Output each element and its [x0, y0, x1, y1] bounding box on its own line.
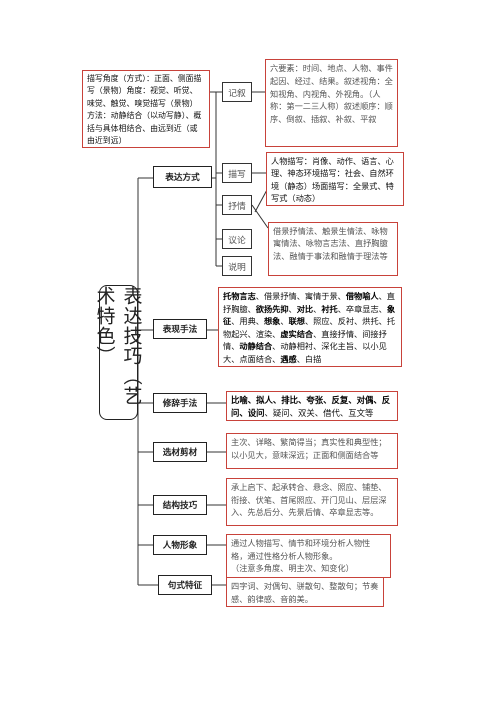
technique-segment: 象征 — [223, 303, 396, 327]
root-node: 表达技巧（艺术特色） — [94, 285, 143, 420]
technique-segment: 、 — [288, 303, 297, 314]
type-lyric: 抒情 — [222, 195, 252, 215]
category-character: 人物形象 — [153, 535, 207, 555]
technique-segment: 虚实结合 — [280, 328, 314, 339]
character-note-hint: （注意多角度、明主次、知变化） — [231, 563, 354, 574]
category-technique: 表现手法 — [153, 319, 207, 339]
type-argument: 议论 — [222, 229, 252, 249]
character-note: 通过人物描写、情节和环境分析人物性格，通过性格分析人物形象。 （注意多角度、明主… — [226, 534, 391, 578]
rhetoric-segment: 比喻、拟人、排比、夸张、反复、对偶、反问、设问 — [231, 395, 391, 418]
technique-segment: 遇感 — [280, 353, 297, 364]
structure-note: 承上启下、起承转合、悬念、照应、铺垫、衔接、伏笔、首尾照应、开门见山、层层深入、… — [226, 478, 398, 526]
type-description: 描写 — [222, 163, 252, 183]
technique-segment: 、用典、 — [231, 316, 264, 327]
character-note-main: 通过人物描写、情节和环境分析人物性格，通过性格分析人物形象。 — [231, 538, 371, 561]
technique-segment: 、直接抒情、间接抒情、 — [223, 328, 387, 352]
technique-segment: 、 — [313, 303, 322, 314]
category-structure: 结构技巧 — [153, 495, 207, 515]
sentence-note: 四字词、对偶句、骈散句、整散句；节奏感、韵律感、音韵美。 — [226, 577, 384, 607]
rhetoric-note: 比喻、拟人、排比、夸张、反复、对偶、反问、设问、疑问、双关、借代、互文等 — [226, 391, 398, 421]
technique-segment: 对比 — [296, 303, 314, 314]
category-material: 选材剪材 — [153, 442, 207, 462]
technique-segment: 欲扬先抑 — [255, 303, 289, 314]
technique-segment: 托物言志 — [223, 291, 256, 301]
technique-segment: 动静结合 — [239, 341, 273, 352]
technique-segment: 衬托 — [321, 303, 338, 314]
technique-segment: 借物喻人 — [345, 291, 379, 301]
technique-note: 托物言志、借景抒情、寓情于景、借物喻人、直抒胸臆、欲扬先抑、对比、衬托、卒章显志… — [218, 287, 402, 367]
technique-segment: 、白描 — [296, 353, 322, 364]
technique-segment: 、借景抒情、寓情于景、 — [255, 291, 346, 301]
technique-segment: 、 — [280, 316, 289, 327]
rhetoric-segment: 、疑问、双关、借代、互文等 — [264, 407, 374, 418]
narration-note: 六要素：时间、地点、人物、事件起因、经过、结果。叙述视角：全知视角、内视角、外视… — [265, 59, 398, 147]
description-angle-note: 描写角度（方式）：正面、侧面描写（景物）角度：视觉、听觉、味觉、触觉、嗅觉描写（… — [82, 70, 210, 148]
type-explanation: 说明 — [222, 256, 252, 276]
type-narration: 记叙 — [222, 82, 252, 102]
technique-segment: 、照应、反衬、烘托、托物起兴、渲染、 — [223, 316, 396, 339]
lyric-note: 借景抒情法、触景生情法、咏物寓情法、咏物言志法、直抒胸臆法、融情于事法和融情于理… — [268, 222, 398, 276]
category-rhetoric: 修辞手法 — [153, 393, 207, 413]
technique-segment: 、动静相衬、深化主旨、以小见大、点面结合、 — [223, 341, 387, 364]
category-sentence: 句式特征 — [158, 575, 212, 595]
material-note: 主次、详略、繁简得当；真实性和典型性；以小见大，意味深远；正面和侧面结合等 — [226, 433, 398, 469]
technique-segment: 想象 — [263, 316, 281, 327]
technique-segment: 、卒章显志、 — [337, 303, 387, 314]
category-expression: 表达方式 — [153, 166, 212, 188]
technique-segment: 、直抒胸臆、 — [223, 291, 395, 314]
technique-segment: 联想 — [288, 316, 305, 327]
description-note: 人物描写：肖像、动作、语言、心理、神态环境描写：社会、自然环境（静态）场面描写：… — [266, 152, 404, 206]
